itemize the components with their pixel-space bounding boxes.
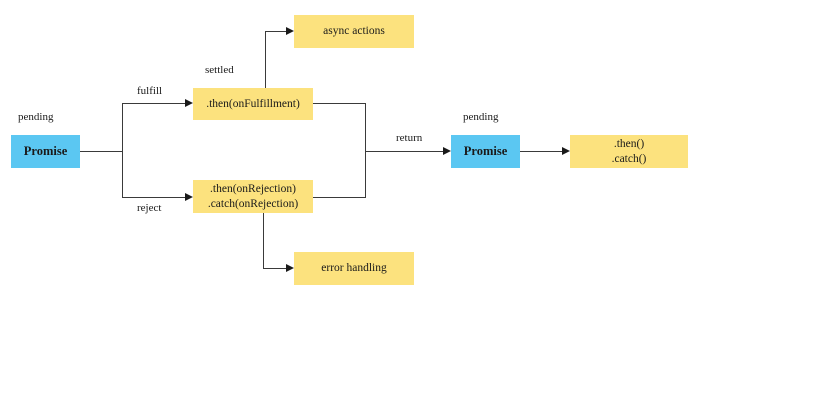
state-label-pending-left: pending xyxy=(18,111,54,123)
node-then-catch[interactable]: .then() .catch() xyxy=(570,135,688,168)
arrowhead-return xyxy=(443,147,451,155)
node-promise-returned[interactable]: Promise xyxy=(451,135,520,168)
state-label-settled: settled xyxy=(205,64,234,76)
arrowhead-error-handling xyxy=(286,264,294,272)
connector-fulfillment-to-async-horizontal xyxy=(265,31,287,32)
arrowhead-fulfill xyxy=(185,99,193,107)
node-then-catch-onrejection[interactable]: .then(onRejection) .catch(onRejection) xyxy=(193,180,313,213)
connector-rejection-to-error-horizontal xyxy=(263,268,286,269)
edge-label-fulfill: fulfill xyxy=(137,85,163,97)
state-label-pending-right: pending xyxy=(463,111,499,123)
connector-fulfill-branch xyxy=(122,103,186,104)
connector-fulfillment-to-async-vertical xyxy=(265,31,266,89)
connector-rejection-to-merge xyxy=(313,197,366,198)
node-async-actions[interactable]: async actions xyxy=(294,15,414,48)
edge-label-reject: reject xyxy=(137,202,162,214)
node-promise-initial[interactable]: Promise xyxy=(11,135,80,168)
arrowhead-reject xyxy=(185,193,193,201)
node-then-onfulfillment[interactable]: .then(onFulfillment) xyxy=(193,88,313,120)
edge-label-return: return xyxy=(396,132,423,144)
connector-promise-to-split xyxy=(80,151,123,152)
connector-merge-bar xyxy=(365,103,366,198)
connector-rejection-to-error-vertical xyxy=(263,212,264,269)
connector-promise-to-then-catch xyxy=(520,151,563,152)
arrowhead-async-actions xyxy=(286,27,294,35)
arrowhead-then-catch xyxy=(562,147,570,155)
node-error-handling[interactable]: error handling xyxy=(294,252,414,285)
connector-fulfillment-to-merge xyxy=(313,103,366,104)
connector-reject-branch xyxy=(122,197,186,198)
connector-merge-to-promise xyxy=(365,151,444,152)
connector-split-bar xyxy=(122,103,123,198)
